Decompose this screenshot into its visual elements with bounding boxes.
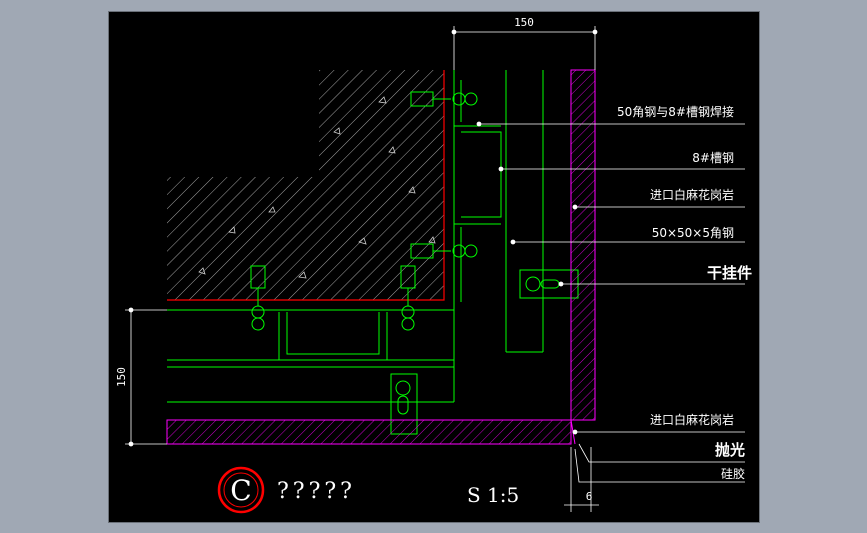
- detail-marker: [217, 466, 265, 514]
- dim-top: 150: [514, 16, 534, 29]
- label-silicone: 硅胶: [721, 466, 745, 481]
- concrete-edge: [167, 70, 445, 301]
- label-hanging-clip: 干挂件: [707, 264, 752, 282]
- label-polished: 抛光: [715, 441, 745, 459]
- concrete-wall: [167, 70, 444, 300]
- dim-bottom: 6: [586, 490, 593, 503]
- granite-panels: [166, 69, 596, 445]
- detail-marker-letter: C: [230, 474, 251, 507]
- label-angle-steel: 50×50×5角钢: [652, 226, 734, 240]
- dim-left: 150: [115, 367, 128, 387]
- label-granite-wall: 进口白麻花岗岩: [650, 187, 734, 202]
- steel-frame: [167, 70, 544, 403]
- detail-drawing: 150 150 6 50角钢与8#槽钢焊接 8#槽钢 进口白麻花岗岩 50×50…: [115, 16, 752, 514]
- label-angle-channel-weld: 50角钢与8#槽钢焊接: [617, 104, 734, 119]
- anchor-bolts: [250, 91, 478, 331]
- detail-title: ?????: [277, 479, 356, 504]
- leader-lines: [476, 121, 745, 483]
- concrete-aggregate: [198, 96, 436, 279]
- cad-viewport[interactable]: 150 150 6 50角钢与8#槽钢焊接 8#槽钢 进口白麻花岗岩 50×50…: [109, 12, 759, 522]
- label-channel-steel: 8#槽钢: [692, 151, 734, 165]
- detail-scale: S 1:5: [467, 483, 519, 507]
- label-granite-floor: 进口白麻花岗岩: [650, 412, 734, 427]
- dimension-lines: [125, 26, 599, 512]
